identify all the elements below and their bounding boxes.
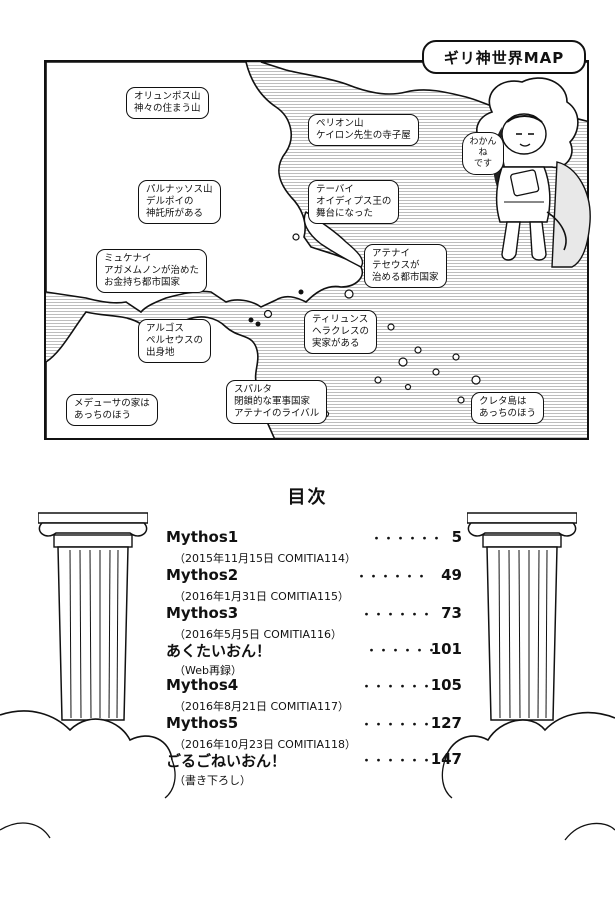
toc-entry-label: Mythos3 xyxy=(166,604,239,622)
toc-entry-subtitle: （書き下ろし） xyxy=(174,774,251,787)
label-athens: アテナイ テセウスが 治める都市国家 xyxy=(364,244,447,288)
toc-entry[interactable]: Mythos1 ・・・・・・ 5 xyxy=(166,528,462,550)
label-olympus: オリュンポス山 神々の住まう山 xyxy=(126,87,209,119)
label-crete: クレタ島は あっちのほう xyxy=(471,392,545,424)
toc-entry-subtitle: （2016年8月21日 COMITIA117） xyxy=(174,700,350,713)
toc-entry-page: 73 xyxy=(441,604,462,622)
toc-leader-dots: ・・・・・・ xyxy=(366,644,438,657)
label-pelion: ペリオン山 ケイロン先生の寺子屋 xyxy=(308,114,419,146)
toc-entry-label: Mythos2 xyxy=(166,566,239,584)
toc-entry-subtitle: （2016年1月31日 COMITIA115） xyxy=(174,590,350,603)
toc-entry[interactable]: Mythos5 ・・・・・・ 127 xyxy=(166,714,462,736)
label-sparta: スパルタ 閉鎖的な軍事国家 アテナイのライバル xyxy=(226,380,328,424)
toc-leader-dots: ・・・・・・ xyxy=(361,680,433,693)
label-medusa: メデューサの家は あっちのほう xyxy=(66,394,158,426)
toc-entry-subtitle: （2016年5月5日 COMITIA116） xyxy=(174,628,343,641)
label-argos: アルゴス ペルセウスの 出身地 xyxy=(138,319,212,363)
toc-entry-label: Mythos1 xyxy=(166,528,239,546)
toc-entry-subtitle: （Web再録） xyxy=(174,664,242,677)
toc-entry-subtitle: （2015年11月15日 COMITIA114） xyxy=(174,552,357,565)
toc-entry-subtitle: （2016年10月23日 COMITIA118） xyxy=(174,738,357,751)
label-parnassus: パルナッソス山 デルポイの 神託所がある xyxy=(138,180,221,224)
toc-entry-page: 105 xyxy=(430,676,462,694)
toc-entry-label: Mythos5 xyxy=(166,714,239,732)
map-title: ギリ神世界MAP xyxy=(422,40,586,74)
toc-entry-page: 147 xyxy=(430,750,462,768)
label-thebes: テーバイ オイディプス王の 舞台になった xyxy=(308,180,400,224)
right-pillar xyxy=(467,512,577,721)
label-tiryns: ティリュンス ヘラクレスの 実家がある xyxy=(304,310,378,354)
toc-leader-dots: ・・・・・・ xyxy=(371,532,443,545)
speech-bubble: わかんね です xyxy=(462,132,504,175)
toc-entry[interactable]: あくたいおん！ ・・・・・・ 101 xyxy=(166,640,462,662)
toc-leader-dots: ・・・・・・ xyxy=(361,718,433,731)
toc-entry[interactable]: Mythos4 ・・・・・・ 105 xyxy=(166,676,462,698)
toc-leader-dots: ・・・・・・ xyxy=(361,608,433,621)
toc-entry-label: Mythos4 xyxy=(166,676,239,694)
toc-entry[interactable]: Mythos3 ・・・・・・ 73 xyxy=(166,604,462,626)
toc-entry-page: 5 xyxy=(451,528,462,546)
toc-entry[interactable]: Mythos2 ・・・・・・ 49 xyxy=(166,566,462,588)
toc-entry[interactable]: ごるごねいおん！ ・・・・・・ 147 xyxy=(166,750,462,772)
toc-entry-label: ごるごねいおん！ xyxy=(166,752,287,770)
toc-entry-page: 101 xyxy=(430,640,462,658)
left-pillar xyxy=(38,512,148,721)
toc-entry-page: 127 xyxy=(430,714,462,732)
toc-entry-page: 49 xyxy=(441,566,462,584)
toc-title: 目次 xyxy=(287,487,328,508)
label-mycenae: ミュケナイ アガメムノンが治めた お金持ち都市国家 xyxy=(96,249,208,293)
toc-leader-dots: ・・・・・・ xyxy=(361,754,433,767)
toc-entry-label: あくたいおん！ xyxy=(166,642,272,660)
toc-leader-dots: ・・・・・・ xyxy=(356,570,428,583)
cloud-decoration xyxy=(0,710,615,900)
